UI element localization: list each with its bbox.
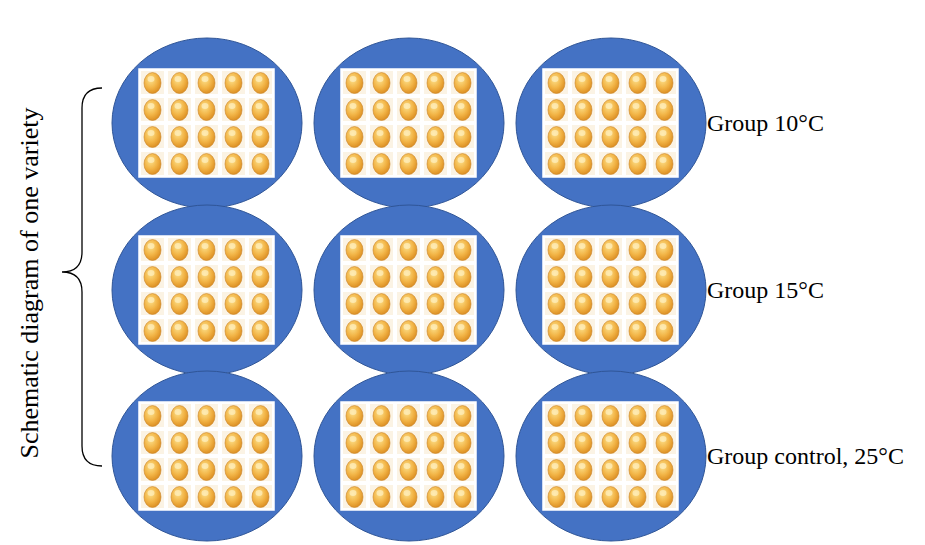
petri-dish xyxy=(112,371,302,541)
petri-dish xyxy=(516,371,706,541)
petri-dish xyxy=(314,38,504,208)
petri-dish xyxy=(516,38,706,208)
group-label: Group 15°C xyxy=(707,277,824,303)
petri-dish xyxy=(516,205,706,375)
petri-dish xyxy=(112,205,302,375)
curly-brace xyxy=(62,88,102,466)
petri-dish xyxy=(314,371,504,541)
group-label: Group control, 25°C xyxy=(707,443,904,469)
axis-label: Schematic diagram of one variety xyxy=(16,108,45,459)
petri-dish xyxy=(314,205,504,375)
group-label: Group 10°C xyxy=(707,110,824,136)
petri-dish xyxy=(112,38,302,208)
